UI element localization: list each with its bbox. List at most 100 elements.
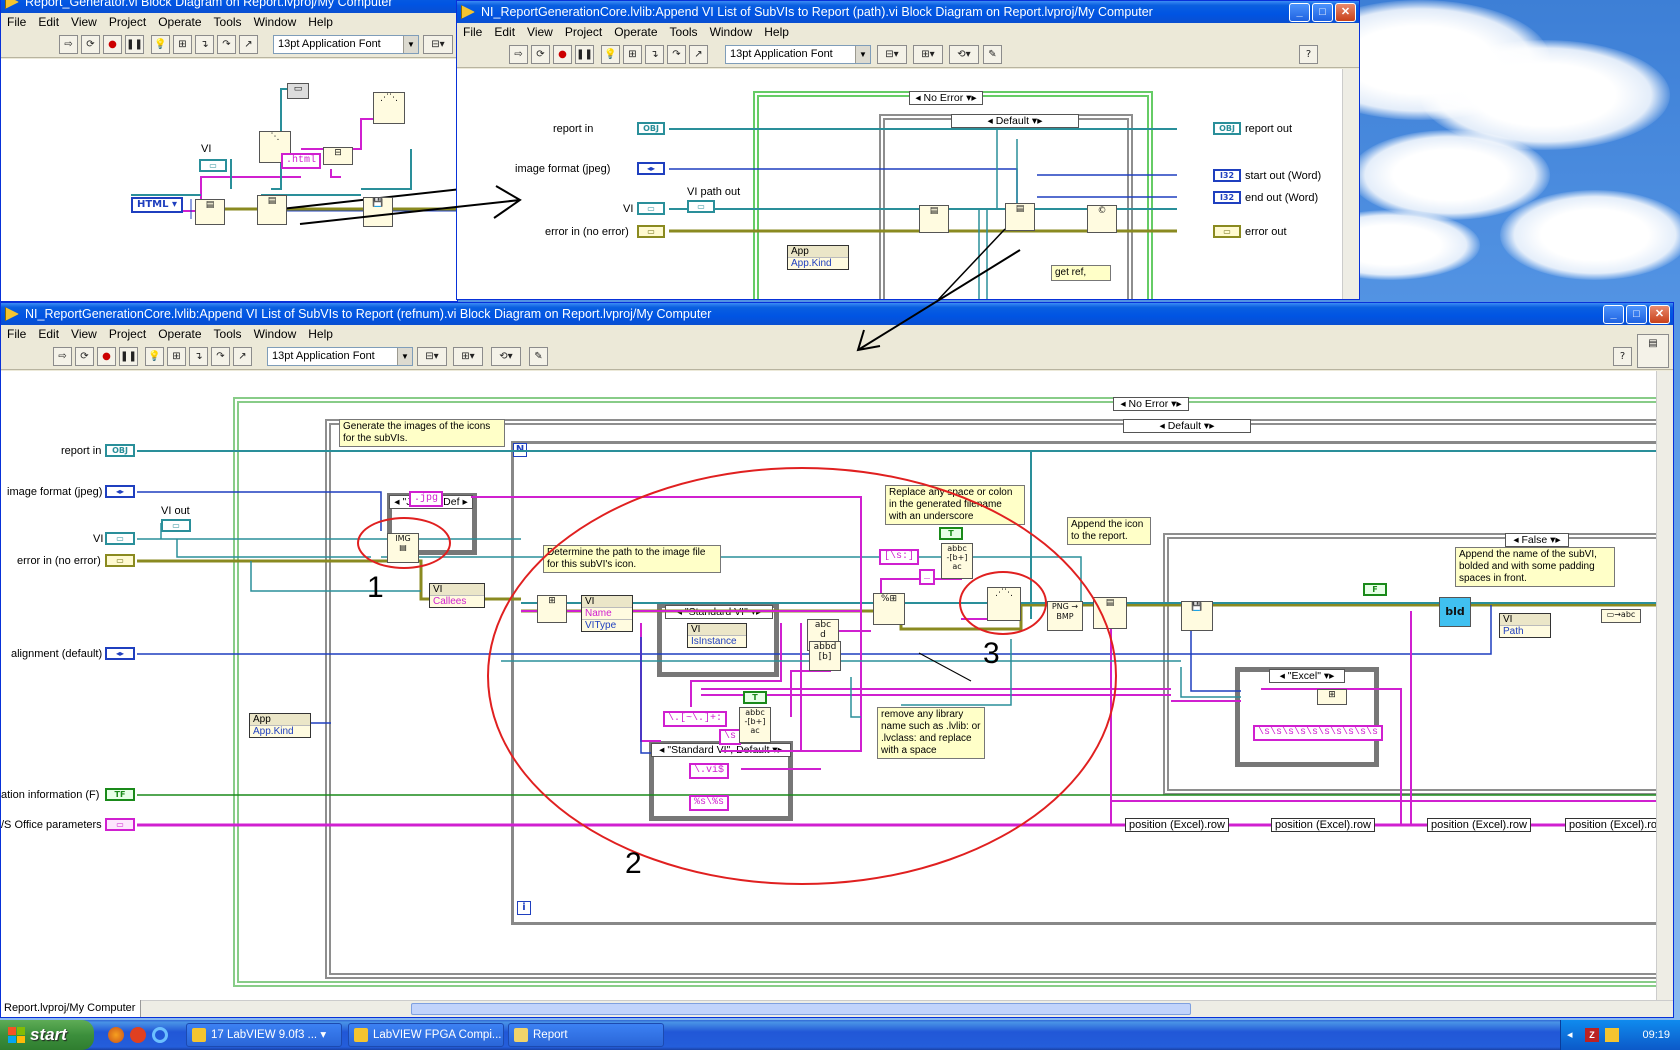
menu-project[interactable]: Project <box>108 15 147 29</box>
ie-icon[interactable] <box>152 1027 168 1043</box>
menu-operate[interactable]: Operate <box>158 15 202 29</box>
maximize-button[interactable]: □ <box>1312 3 1333 22</box>
menu-window[interactable]: Window <box>253 15 297 29</box>
abort-icon[interactable]: ● <box>103 35 122 54</box>
run-arrow-icon[interactable]: ⇨ <box>53 347 72 366</box>
case-selector-inner[interactable]: ◂ Default ▾▸ <box>1123 419 1251 433</box>
step-over-icon[interactable]: ↷ <box>211 347 230 366</box>
cleanup-icon[interactable]: ✎ <box>983 45 1002 64</box>
case-selector-outer[interactable]: ◂ No Error ▾▸ <box>1113 397 1189 411</box>
distribute-icon[interactable]: ⊞▾ <box>453 347 483 366</box>
information-terminal[interactable]: TF <box>105 788 135 801</box>
menu-edit[interactable]: Edit <box>38 327 60 341</box>
menu-file[interactable]: File <box>463 25 483 39</box>
block-diagram[interactable]: ◂ No Error ▾▸ ◂ Default ▾▸ N i ◂ False ▾… <box>1 371 1673 1000</box>
case-selector-false[interactable]: ◂ False ▾▸ <box>1505 533 1569 547</box>
tray-fz-icon[interactable]: Z <box>1585 1028 1599 1042</box>
step-into-icon[interactable]: ↴ <box>189 347 208 366</box>
menu-operate[interactable]: Operate <box>158 327 202 341</box>
distribute-icon[interactable]: ⊞▾ <box>913 45 943 64</box>
help-icon[interactable]: ? <box>1613 347 1632 366</box>
menu-view[interactable]: View <box>71 327 97 341</box>
run-continuous-icon[interactable]: ⟳ <box>75 347 94 366</box>
window-append-subvis-path[interactable]: NI_ReportGenerationCore.lvlib:Append VI … <box>456 0 1360 300</box>
highlight-icon[interactable]: 💡 <box>151 35 170 54</box>
menu-window[interactable]: Window <box>709 25 753 39</box>
close-button[interactable]: ✕ <box>1649 305 1670 324</box>
title-bar[interactable]: NI_ReportGenerationCore.lvlib:Append VI … <box>1 303 1673 325</box>
scroll-thumb[interactable] <box>411 1003 1191 1015</box>
abort-icon[interactable]: ● <box>97 347 116 366</box>
title-bar[interactable]: NI_ReportGenerationCore.lvlib:Append VI … <box>457 1 1359 23</box>
vi-terminal[interactable]: ▭ <box>105 532 135 545</box>
task-report[interactable]: Report <box>508 1023 664 1047</box>
case-selector-excel[interactable]: ◂ "Excel" ▾▸ <box>1269 669 1345 683</box>
maximize-button[interactable]: □ <box>1626 305 1647 324</box>
menu-edit[interactable]: Edit <box>494 25 516 39</box>
menu-file[interactable]: File <box>7 15 27 29</box>
case-selector-inner[interactable]: ◂ Default ▾▸ <box>951 114 1079 128</box>
menu-help[interactable]: Help <box>764 25 789 39</box>
image-format-terminal[interactable]: ◂▸ <box>105 485 135 498</box>
image-format-terminal[interactable]: ◂▸ <box>637 162 665 175</box>
end-out-terminal[interactable]: I32 <box>1213 191 1241 204</box>
align-icon[interactable]: ⊟▾ <box>417 347 447 366</box>
step-into-icon[interactable]: ↴ <box>195 35 214 54</box>
task-labview[interactable]: 17 LabVIEW 9.0f3 ... ▾ <box>186 1023 342 1047</box>
highlight-icon[interactable]: 💡 <box>145 347 164 366</box>
tray-arrow-icon[interactable]: ◂ <box>1567 1029 1573 1041</box>
run-arrow-icon[interactable]: ⇨ <box>59 35 78 54</box>
window-append-subvis-refnum[interactable]: NI_ReportGenerationCore.lvlib:Append VI … <box>0 302 1674 1018</box>
run-continuous-icon[interactable]: ⟳ <box>531 45 550 64</box>
cleanup-icon[interactable]: ✎ <box>529 347 548 366</box>
menu-view[interactable]: View <box>71 15 97 29</box>
vi-path-out-terminal[interactable]: ▭ <box>687 200 715 213</box>
step-over-icon[interactable]: ↷ <box>667 45 686 64</box>
step-into-icon[interactable]: ↴ <box>645 45 664 64</box>
close-button[interactable]: ✕ <box>1335 3 1356 22</box>
step-out-icon[interactable]: ↗ <box>689 45 708 64</box>
abort-icon[interactable]: ● <box>553 45 572 64</box>
horizontal-scrollbar[interactable] <box>1 1000 1673 1017</box>
run-continuous-icon[interactable]: ⟳ <box>81 35 100 54</box>
minimize-button[interactable]: _ <box>1603 305 1624 324</box>
minimize-button[interactable]: _ <box>1289 3 1310 22</box>
reorder-icon[interactable]: ⟲▾ <box>949 45 979 64</box>
menu-edit[interactable]: Edit <box>38 15 60 29</box>
menu-help[interactable]: Help <box>308 327 333 341</box>
step-over-icon[interactable]: ↷ <box>217 35 236 54</box>
report-in-terminal[interactable]: OBJ <box>105 444 135 457</box>
error-out-terminal[interactable]: ▭ <box>1213 225 1241 238</box>
retain-wire-icon[interactable]: ⊞ <box>173 35 192 54</box>
vertical-scrollbar[interactable] <box>1656 371 1673 1000</box>
vi-terminal[interactable]: ▭ <box>637 202 665 215</box>
start-button[interactable]: start <box>0 1020 94 1050</box>
firefox-icon[interactable] <box>108 1027 124 1043</box>
alignment-terminal[interactable]: ◂▸ <box>105 647 135 660</box>
menu-help[interactable]: Help <box>308 15 333 29</box>
menu-tools[interactable]: Tools <box>213 15 242 29</box>
help-icon[interactable]: ? <box>1299 45 1318 64</box>
media-icon[interactable] <box>130 1027 146 1043</box>
case-selector-outer[interactable]: ◂ No Error ▾▸ <box>909 91 983 105</box>
error-in-terminal[interactable]: ▭ <box>105 554 135 567</box>
error-in-terminal[interactable]: ▭ <box>637 225 665 238</box>
align-icon[interactable]: ⊟▾ <box>423 35 453 54</box>
report-out-terminal[interactable]: OBJ <box>1213 122 1241 135</box>
font-select[interactable]: 13pt Application Font▼ <box>273 35 419 54</box>
start-out-terminal[interactable]: I32 <box>1213 169 1241 182</box>
highlight-icon[interactable]: 💡 <box>601 45 620 64</box>
step-out-icon[interactable]: ↗ <box>233 347 252 366</box>
menu-operate[interactable]: Operate <box>614 25 658 39</box>
menu-project[interactable]: Project <box>108 327 147 341</box>
font-select[interactable]: 13pt Application Font▼ <box>267 347 413 366</box>
pause-icon[interactable]: ❚❚ <box>119 347 138 366</box>
window-report-generator[interactable]: Report_Generator.vi Block Diagram on Rep… <box>0 0 458 302</box>
pause-icon[interactable]: ❚❚ <box>575 45 594 64</box>
tray-app-icon[interactable] <box>1605 1028 1619 1042</box>
font-select[interactable]: 13pt Application Font▼ <box>725 45 871 64</box>
align-icon[interactable]: ⊟▾ <box>877 45 907 64</box>
step-out-icon[interactable]: ↗ <box>239 35 258 54</box>
menu-project[interactable]: Project <box>564 25 603 39</box>
block-diagram[interactable]: ◂ No Error ▾▸ ◂ Default ▾▸ report in OBJ… <box>457 69 1359 299</box>
